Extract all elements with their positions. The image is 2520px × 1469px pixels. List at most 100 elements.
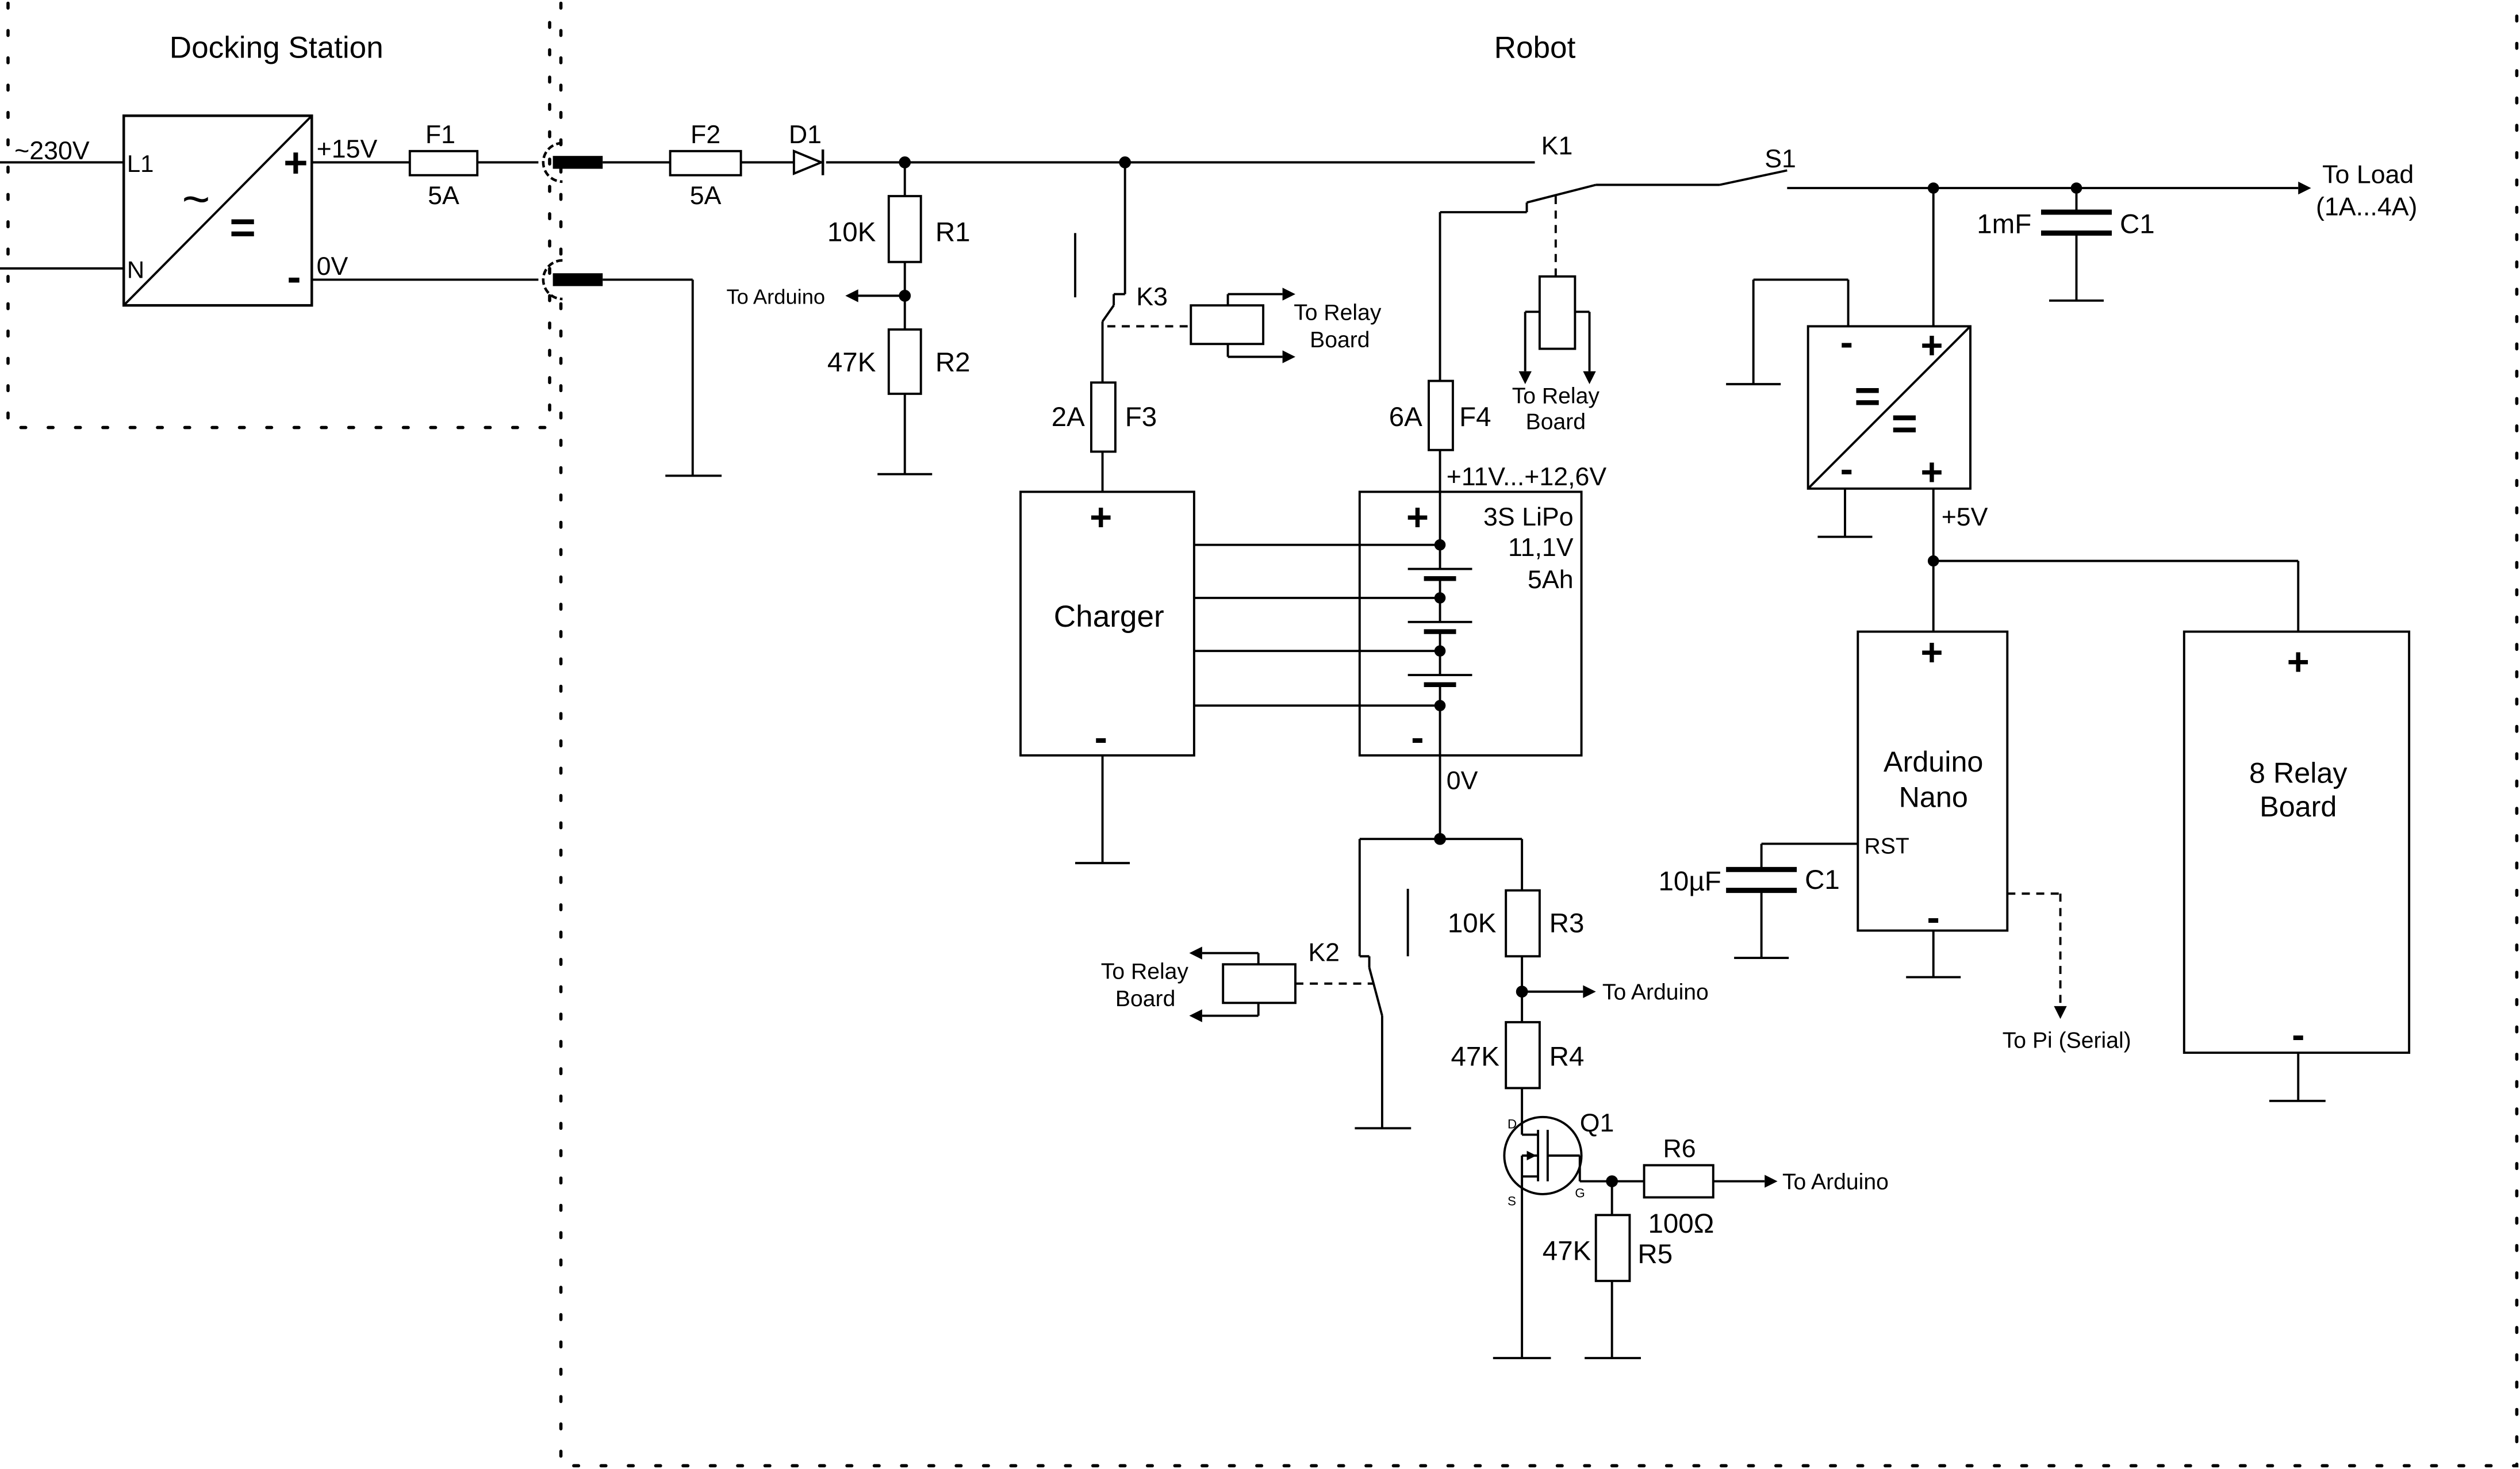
psu bbox=[0, 114, 313, 307]
resistor-r3 bbox=[1505, 889, 1541, 958]
mosfet-q1 bbox=[1493, 1115, 1644, 1360]
mosfet-q1-name: Q1 bbox=[1580, 1109, 1614, 1137]
fuse-f3-name: F3 bbox=[1125, 402, 1157, 432]
capacitor-c1-reset-name: C1 bbox=[1805, 865, 1840, 895]
k1-to-relay-board-1: To Relay bbox=[1512, 384, 1600, 409]
arduino-rst-label: RST bbox=[1865, 834, 1909, 858]
dcdc-out-minus: - bbox=[1840, 448, 1853, 491]
resistor-r1-name: R1 bbox=[935, 217, 971, 247]
resistor-r1 bbox=[887, 195, 922, 263]
relay-board-plus: + bbox=[2287, 640, 2310, 684]
divider-r1-r2 bbox=[845, 156, 933, 475]
mosfet-d-label: D bbox=[1508, 1117, 1517, 1131]
resistor-r6 bbox=[1643, 1164, 1714, 1199]
fuse-f1 bbox=[408, 149, 479, 177]
ac-input-label: ~230V bbox=[14, 137, 90, 165]
fuse-f1-value: 5A bbox=[428, 182, 459, 210]
psu-l1-label: L1 bbox=[127, 150, 154, 177]
dcdc-in-plus: + bbox=[1920, 324, 1943, 367]
battery-0v-label: 0V bbox=[1447, 767, 1478, 795]
fuse-f2-name: F2 bbox=[691, 121, 720, 149]
to-pi-label: To Pi (Serial) bbox=[2003, 1029, 2131, 1053]
dcdc-out-symbol: = bbox=[1892, 398, 1918, 448]
charger-ground bbox=[1075, 755, 1130, 865]
dock-connector-positive bbox=[542, 141, 603, 183]
resistor-r2 bbox=[887, 328, 922, 395]
resistor-r2-name: R2 bbox=[935, 347, 971, 378]
battery-type: 3S LiPo bbox=[1483, 503, 1574, 531]
k2-to-relay-board-1: To Relay bbox=[1101, 959, 1189, 984]
relay-k3-contact bbox=[1074, 156, 1131, 383]
resistor-r4-name: R4 bbox=[1549, 1041, 1585, 1072]
charger-plus: + bbox=[1090, 496, 1112, 539]
psu-wires bbox=[312, 161, 539, 281]
capacitor-c1-reset-value: 10µF bbox=[1659, 866, 1721, 897]
fuse-f4-name: F4 bbox=[1459, 402, 1491, 432]
relay-k1-contact bbox=[1439, 183, 1597, 381]
battery-nominal: 11,1V bbox=[1508, 534, 1574, 562]
fuse-f2 bbox=[669, 149, 742, 177]
docking-station-title: Docking Station bbox=[170, 31, 383, 65]
resistor-r5-name: R5 bbox=[1637, 1239, 1673, 1269]
relay-board-minus: - bbox=[2292, 1014, 2304, 1057]
charger-label: Charger bbox=[1054, 600, 1164, 634]
dcdc-in-minus: - bbox=[1840, 321, 1853, 364]
to-load-label-1: To Load bbox=[2322, 161, 2414, 189]
k2-to-relay-board-2: Board bbox=[1115, 987, 1175, 1011]
mosfet-s-label: S bbox=[1508, 1194, 1516, 1209]
arduino-name-line1: Arduino bbox=[1884, 745, 1983, 778]
charger-minus: - bbox=[1095, 716, 1107, 759]
fuse-f2-value: 5A bbox=[690, 182, 722, 210]
gate-network bbox=[1585, 1175, 1778, 1360]
switch-s1 bbox=[1595, 169, 2311, 195]
capacitor-c1-reset bbox=[1726, 842, 1858, 960]
arduino-ground bbox=[1906, 930, 1961, 979]
relay-k2-contact bbox=[1355, 833, 1522, 1130]
resistor-r5-value: 47K bbox=[1543, 1236, 1591, 1267]
relay-k3-coil bbox=[1190, 287, 1295, 363]
k3-to-relay-board-2: Board bbox=[1310, 328, 1370, 352]
arduino-minus: - bbox=[1927, 896, 1940, 939]
mosfet-g-label: G bbox=[1575, 1186, 1585, 1200]
relay-board-box bbox=[2183, 630, 2411, 1054]
relay-board-line1: 8 Relay bbox=[2249, 756, 2348, 789]
relay-k3-name: K3 bbox=[1136, 283, 1168, 311]
resistor-r6-value: 100Ω bbox=[1648, 1209, 1714, 1239]
psu-n-label: N bbox=[127, 256, 144, 283]
serial-to-pi bbox=[2007, 892, 2067, 1019]
capacitor-c1-load-value: 1mF bbox=[1977, 209, 2031, 239]
relay-board-line2: Board bbox=[2260, 790, 2337, 823]
fuse-f4 bbox=[1428, 379, 1454, 451]
balance-leads bbox=[1194, 543, 1440, 707]
r6-to-arduino-label: To Arduino bbox=[1782, 1170, 1889, 1195]
relay-k1-coil bbox=[1518, 275, 1596, 385]
dcdc-5v-label: +5V bbox=[1942, 503, 1988, 531]
diode-d1-name: D1 bbox=[789, 121, 822, 149]
r1-to-arduino-label: To Arduino bbox=[726, 285, 825, 308]
sense-chain bbox=[1516, 839, 1596, 1123]
resistor-r5 bbox=[1594, 1214, 1631, 1282]
resistor-r3-name: R3 bbox=[1549, 908, 1585, 938]
capacitor-c1-load bbox=[2041, 182, 2112, 302]
ac-symbol: ~ bbox=[182, 172, 210, 226]
battery-minus: - bbox=[1411, 716, 1424, 759]
arduino-nano-box bbox=[1857, 630, 2009, 932]
charger-box bbox=[1019, 490, 1195, 757]
psu-0v-label: 0V bbox=[317, 252, 348, 281]
relay-k2-name: K2 bbox=[1308, 939, 1340, 967]
resistor-r4 bbox=[1505, 1021, 1541, 1090]
battery-voltage-range: +11V...+12,6V bbox=[1447, 463, 1607, 491]
resistor-r4-value: 47K bbox=[1451, 1041, 1499, 1072]
robot-title: Robot bbox=[1494, 31, 1576, 65]
resistor-r1-value: 10K bbox=[827, 217, 876, 247]
relay-board-ground bbox=[2269, 1052, 2326, 1102]
dc-symbol: = bbox=[229, 202, 256, 252]
relay-k1-name: K1 bbox=[1541, 132, 1573, 160]
dcdc-out-plus: + bbox=[1920, 451, 1943, 494]
fuse-f3-value: 2A bbox=[1052, 402, 1085, 432]
to-load-label-2: (1A...4A) bbox=[2316, 193, 2417, 221]
battery-capacity: 5Ah bbox=[1528, 566, 1574, 594]
resistor-r3-value: 10K bbox=[1448, 908, 1497, 938]
capacitor-c1-load-name: C1 bbox=[2120, 209, 2155, 239]
